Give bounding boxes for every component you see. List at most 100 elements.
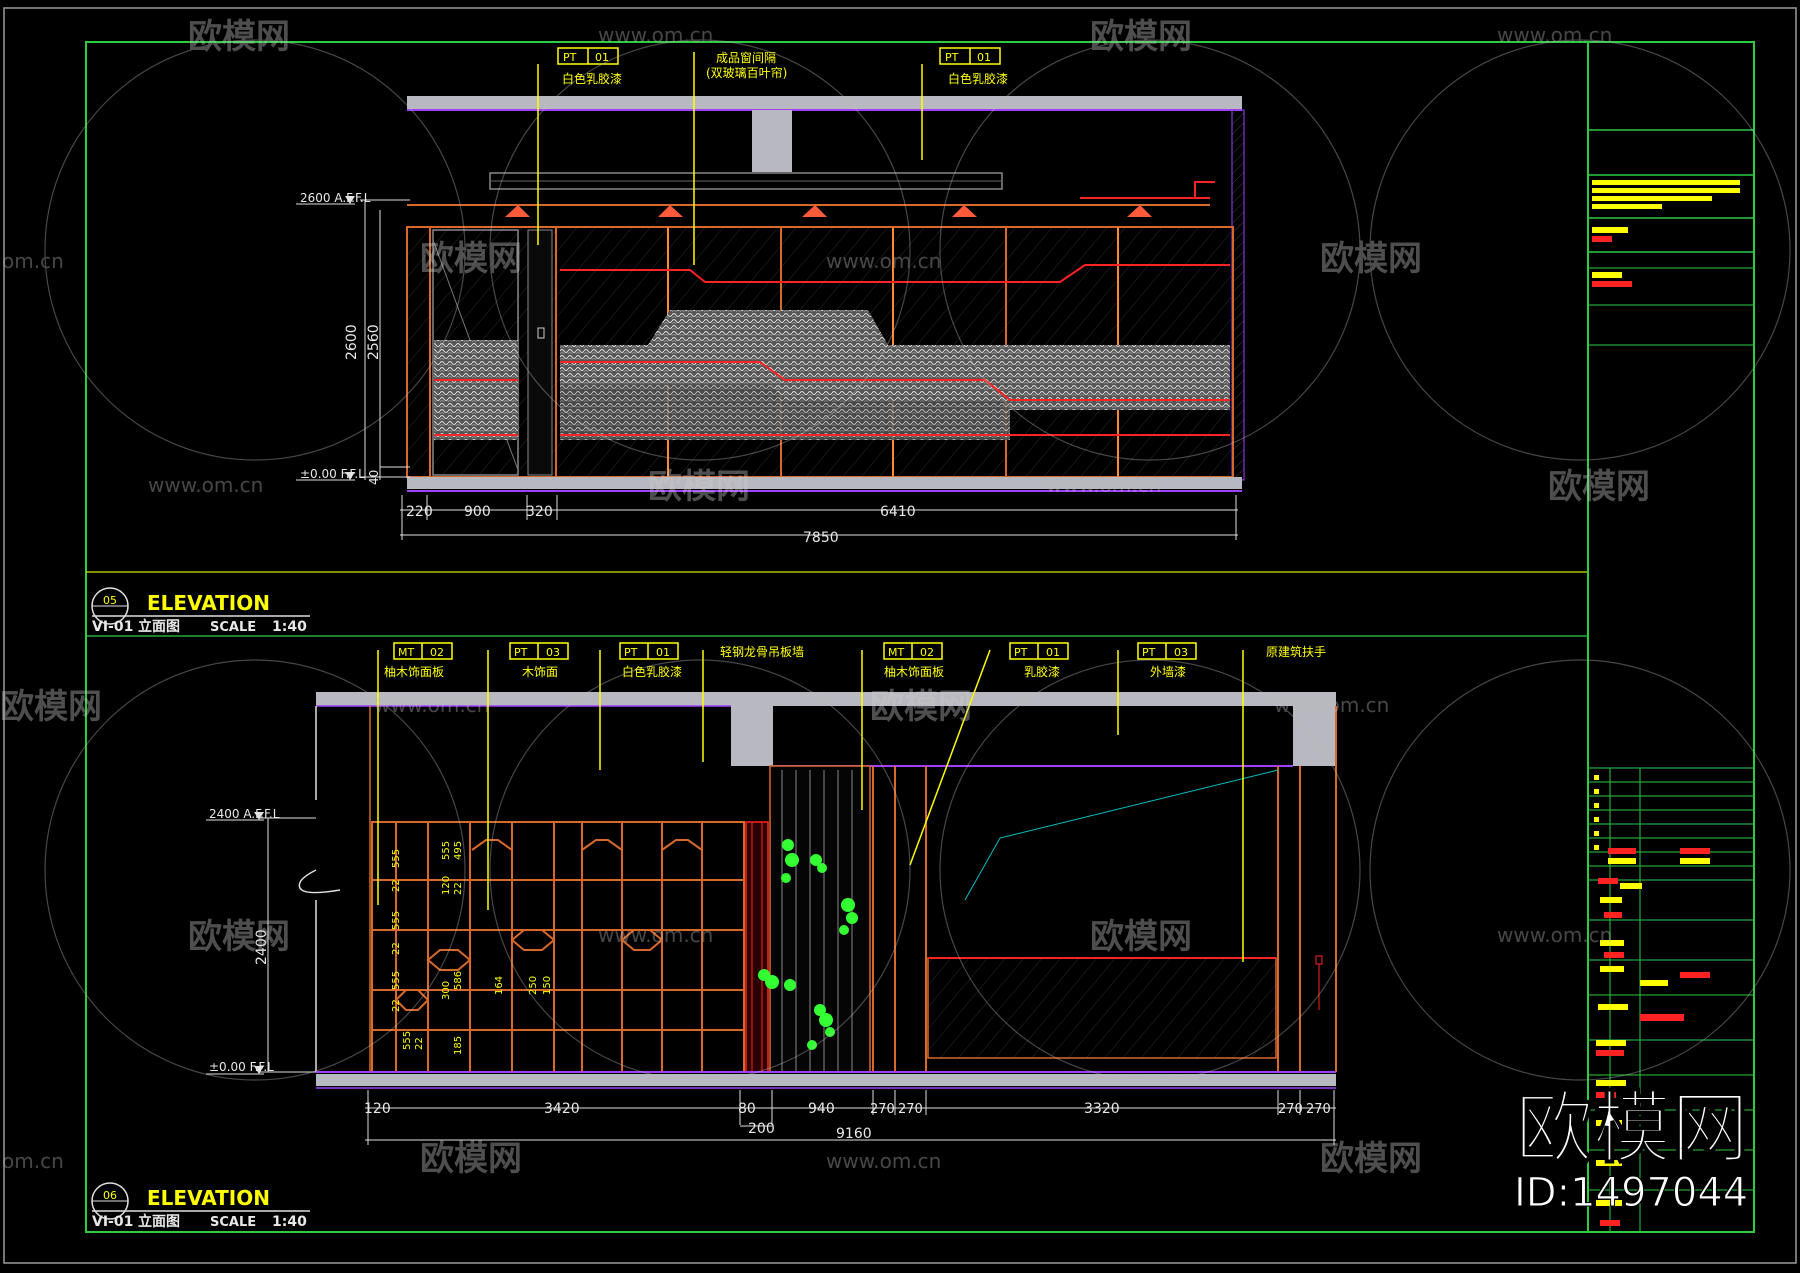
pdim: 185 [453,1036,464,1055]
ceiling-lights [505,205,1152,217]
pdim: 495 [453,841,464,860]
callout-desc: 木饰面 [522,665,558,679]
callout-code: PT [1014,646,1028,659]
wm-url: www.om.cn [598,23,713,47]
elevation-top-drawing [406,96,1245,492]
elevation-bottom-dims [258,817,1336,1145]
pdim: 555 [391,971,402,990]
dim-6410: 6410 [880,504,916,520]
wm-brand: 欧模网 [1320,1139,1422,1179]
wm-url: www.om.cn [826,249,941,273]
pdim: 22 [414,1037,425,1050]
callout-desc: 乳胶漆 [1024,664,1060,679]
pdim: 555 [402,1031,413,1050]
wm-brand: 欧模网 [1090,17,1192,57]
wm-brand: 欧模网 [1548,467,1650,507]
level-marks-top [296,196,355,481]
pdim: 555 [391,911,402,930]
callout-desc: 柚木饰面板 [884,664,944,679]
pdim: 555 [391,849,402,868]
level-low-top: ±0.00 F.F.L [300,467,365,481]
elevation-title-bottom: 06 VI-01 ELEVATION 立面图 SCALE 1:40 [91,1182,310,1230]
callout-desc: 轻钢龙骨吊板墙 [720,645,804,659]
wm-url: www.om.cn [598,923,713,947]
scale-label: SCALE [210,620,256,635]
wm-url: www.om.cn [1274,693,1389,717]
vdim-2600: 2600 [344,324,360,360]
wm-url: www.om.cn [374,693,489,717]
callout-bottom-7: PT 03 外墙漆 [1142,646,1188,679]
callout-desc: 外墙漆 [1150,665,1186,679]
wm-url-short: om.cn [2,249,64,273]
callout-num: 02 [430,646,444,659]
sheet-ref: VI-01 [92,1214,133,1230]
vdim-40: 40 [367,470,381,485]
level-low-bottom: ±0.00 F.F.L [209,1060,274,1074]
callout-desc: 白色乳胶漆 [948,71,1008,86]
dim-320: 320 [526,504,553,520]
callout-top-1: PT 01 白色乳胶漆 [562,51,622,86]
pdim: 22 [391,999,402,1012]
callout-code: PT [1142,646,1156,659]
title-cn: 立面图 [138,618,180,635]
callout-bottom-1: MT 02 柚木饰面板 [384,646,444,679]
pdim: 164 [494,976,505,995]
dim-3420: 3420 [544,1101,580,1117]
scale-value: 1:40 [272,1214,307,1230]
callout-num: 01 [595,51,609,64]
dim-900: 900 [464,504,491,520]
scale-label: SCALE [210,1215,256,1230]
pdim: 150 [542,976,553,995]
callout-bottom-3: PT 01 白色乳胶漆 [622,646,682,679]
dim-220: 220 [406,504,433,520]
corner-brand: 欧模网 [1515,1084,1749,1174]
dim-200: 200 [748,1121,775,1137]
wm-brand: 欧模网 [420,239,522,279]
dim-120: 120 [364,1101,391,1117]
pdim: 300 [441,981,452,1000]
callout-top-3: PT 01 白色乳胶漆 [945,51,1008,86]
callout-top-2: 成品窗间隔 (双玻璃百叶帘) [706,51,787,80]
callout-code: PT [563,51,577,64]
elevation-bottom-drawing [298,692,1337,1089]
dim-3320: 3320 [1084,1101,1120,1117]
callout-desc: 柚木饰面板 [384,664,444,679]
wm-url: www.om.cn [826,1149,941,1173]
pdim: 22 [391,942,402,955]
callout-code: MT [888,646,904,659]
wm-brand: 欧模网 [870,687,972,727]
green-plants [758,839,858,1050]
lattice-screen [371,821,745,1073]
corner-id: ID:1497044 [1514,1170,1748,1216]
dim-940: 940 [808,1101,835,1117]
wm-brand: 欧模网 [188,17,290,57]
title-block [1588,129,1754,1232]
dim-total-top: 7850 [803,530,839,546]
pdim: 120 [441,876,452,895]
sheet-ref: VI-01 [92,619,133,635]
callout-bottom-8: 原建筑扶手 [1266,644,1326,659]
callout-num: 01 [977,51,991,64]
revision-table [1588,767,1754,1232]
pdim: 250 [528,976,539,995]
callout-bottom-5: MT 02 柚木饰面板 [884,646,944,679]
title-number: 05 [103,594,117,607]
wm-url-short: om.cn [2,1149,64,1173]
title-text: ELEVATION [147,591,270,615]
callout-num: 03 [546,646,560,659]
title-text: ELEVATION [147,1186,270,1210]
callout-bottom-4: 轻钢龙骨吊板墙 [720,645,804,659]
callout-bottom-2: PT 03 木饰面 [514,646,560,679]
callout-code: PT [624,646,638,659]
level-high-top: 2600 A.F.F.L [300,191,371,205]
wm-brand: 欧模网 [648,467,750,507]
sheet-frame [3,7,1797,1264]
wm-brand: 欧模网 [1320,239,1422,279]
callout-num: 01 [1046,646,1060,659]
pdim: 22 [391,879,402,892]
dim-270-a: 270 [870,1102,895,1117]
callout-code: MT [398,646,414,659]
corner-watermark: 欧模网 ID:1497044 [1514,1083,1750,1216]
